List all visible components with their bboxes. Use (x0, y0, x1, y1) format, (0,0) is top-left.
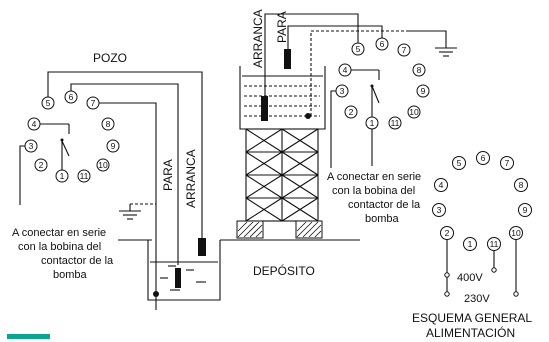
pin-1: 1 (365, 116, 379, 130)
relay-left: 5 6 7 4 8 3 9 2 10 1 11 (24, 90, 120, 183)
well-container (147, 238, 360, 301)
svg-text:bomba: bomba (365, 213, 400, 225)
svg-text:9: 9 (111, 141, 116, 151)
pin-6: 6 (64, 90, 78, 104)
pin-3: 3 (335, 84, 349, 98)
svg-text:10: 10 (98, 160, 108, 170)
relay-right-switch (351, 69, 380, 117)
svg-text:A conectar en serie: A conectar en serie (327, 171, 421, 183)
pin-10: 10 (509, 226, 523, 240)
svg-text:11: 11 (391, 118, 400, 128)
pin-4: 4 (338, 63, 352, 77)
relay-general: 5 6 7 4 8 3 9 2 10 1 11 (432, 151, 532, 251)
pin-7: 7 (397, 43, 411, 57)
svg-text:10: 10 (409, 107, 419, 117)
series-note-left: A conectar en serie con la bobina del co… (12, 227, 114, 281)
pin-2: 2 (34, 158, 48, 172)
pin-9: 9 (416, 84, 430, 98)
svg-text:6: 6 (481, 153, 486, 163)
svg-text:2: 2 (445, 228, 450, 238)
para-label-left: PARA (161, 159, 175, 191)
pin-4: 4 (434, 178, 448, 192)
pin-2: 2 (440, 226, 454, 240)
pin-5: 5 (452, 156, 466, 170)
svg-text:1: 1 (60, 171, 65, 181)
pin-6: 6 (476, 151, 490, 165)
svg-text:con la bobina del: con la bobina del (332, 185, 415, 197)
svg-text:7: 7 (505, 158, 510, 168)
svg-text:11: 11 (490, 239, 499, 249)
arranca-label-tank: ARRANCA (251, 9, 265, 68)
pozo-label: POZO (93, 51, 127, 65)
pin-8: 8 (412, 63, 426, 77)
para-label-tank: PARA (275, 11, 289, 43)
svg-text:2: 2 (39, 160, 44, 170)
pin-1: 1 (55, 169, 69, 183)
deposito-label: DEPÓSITO (253, 263, 315, 278)
svg-text:4: 4 (32, 119, 37, 129)
relay-right: 5 6 7 4 8 3 9 2 10 1 11 (335, 37, 430, 130)
svg-text:3: 3 (340, 86, 345, 96)
pin-5: 5 (41, 96, 55, 110)
pin-1: 1 (463, 237, 477, 251)
svg-text:1: 1 (370, 118, 375, 128)
svg-text:con la bobina del: con la bobina del (18, 241, 101, 253)
ground-icon (119, 203, 156, 220)
voltage-230: 230V (464, 293, 490, 305)
pin-9: 9 (106, 139, 120, 153)
svg-text:8: 8 (106, 119, 111, 129)
pin-11: 11 (388, 116, 402, 130)
svg-text:bomba: bomba (53, 269, 88, 281)
svg-text:7: 7 (402, 45, 407, 55)
svg-text:8: 8 (519, 180, 524, 190)
svg-text:3: 3 (437, 205, 442, 215)
arranca-label-left: ARRANCA (184, 149, 198, 208)
svg-text:A conectar en serie: A conectar en serie (12, 227, 106, 239)
svg-text:5: 5 (356, 44, 361, 54)
svg-text:10: 10 (511, 228, 521, 238)
pin-4: 4 (27, 117, 41, 131)
svg-text:contactor de la: contactor de la (348, 199, 421, 211)
svg-text:2: 2 (349, 107, 354, 117)
svg-text:3: 3 (29, 141, 34, 151)
svg-text:4: 4 (439, 180, 444, 190)
pin-10: 10 (96, 158, 110, 172)
svg-text:6: 6 (69, 92, 74, 102)
esquema-title-line2: ALIMENTACIÓN (426, 325, 515, 340)
svg-text:6: 6 (380, 39, 385, 49)
pin-3: 3 (24, 139, 38, 153)
svg-text:11: 11 (80, 171, 89, 181)
pin-7: 7 (500, 156, 514, 170)
relay-left-switch (40, 123, 70, 170)
pin-9: 9 (518, 203, 532, 217)
tank (239, 49, 326, 130)
svg-text:4: 4 (343, 65, 348, 75)
ground-icon-top (435, 47, 457, 57)
pin-5: 5 (351, 42, 365, 56)
svg-text:contactor de la: contactor de la (41, 255, 114, 267)
pin-2: 2 (344, 105, 358, 119)
pin-3: 3 (432, 203, 446, 217)
svg-text:1: 1 (468, 239, 473, 249)
series-note-right: A conectar en serie con la bobina del co… (327, 171, 421, 225)
svg-text:9: 9 (421, 86, 426, 96)
pin-11: 11 (487, 237, 501, 251)
pin-8: 8 (514, 178, 528, 192)
svg-text:8: 8 (417, 65, 422, 75)
tower (236, 128, 323, 239)
pin-6: 6 (375, 37, 389, 51)
svg-text:5: 5 (457, 158, 462, 168)
svg-text:7: 7 (91, 98, 96, 108)
pin-11: 11 (77, 169, 91, 183)
pin-10: 10 (407, 105, 421, 119)
esquema-title-line1: ESQUEMA GENERAL (412, 311, 532, 325)
svg-text:5: 5 (46, 98, 51, 108)
pin-8: 8 (101, 117, 115, 131)
accent-bar (7, 334, 50, 339)
svg-text:9: 9 (523, 205, 528, 215)
voltage-400: 400V (457, 272, 483, 284)
pin-7: 7 (86, 96, 100, 110)
